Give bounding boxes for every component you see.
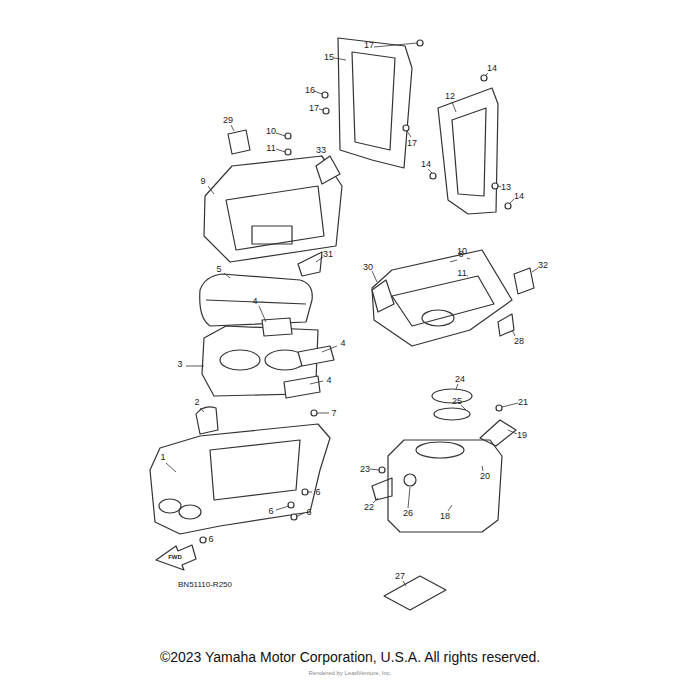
callout-number: 11 bbox=[457, 269, 466, 278]
callout-number: 13 bbox=[501, 183, 511, 192]
callout-number: 2 bbox=[194, 398, 199, 407]
callout-number: 1 bbox=[160, 453, 165, 462]
callout-number: 14 bbox=[487, 64, 497, 73]
callout-number: 16 bbox=[305, 86, 315, 95]
callout-number: 6 bbox=[306, 508, 311, 517]
callout-number: 31 bbox=[323, 250, 333, 259]
callout-number: 24 bbox=[455, 375, 465, 384]
copyright: ©2023 Yamaha Motor Corporation, U.S.A. A… bbox=[160, 650, 540, 664]
watermark: Rendered by LeadVenture, Inc. bbox=[308, 670, 391, 676]
callout-number: 3 bbox=[177, 360, 182, 369]
callout-number: 30 bbox=[363, 263, 373, 272]
callout-number: 10 bbox=[457, 247, 467, 256]
callout-number: 28 bbox=[514, 337, 524, 346]
callout-number: 17 bbox=[407, 139, 417, 148]
diagram-code: BN51110-R250 bbox=[178, 581, 232, 589]
callout-number: 6 bbox=[208, 535, 213, 544]
callout-number: 7 bbox=[331, 409, 336, 418]
callout-number: 12 bbox=[445, 92, 455, 101]
callout-number: 14 bbox=[514, 192, 524, 201]
callout-number: 15 bbox=[324, 53, 334, 62]
callout-number: 32 bbox=[538, 261, 548, 270]
callout-number: 6 bbox=[268, 507, 273, 516]
callout-number: 6 bbox=[315, 488, 320, 497]
callout-number: 5 bbox=[216, 265, 221, 274]
callout-number: 19 bbox=[517, 431, 527, 440]
callout-number: 4 bbox=[252, 297, 257, 306]
callout-number: 23 bbox=[360, 465, 370, 474]
callout-number: 9 bbox=[200, 177, 205, 186]
callout-number: 25 bbox=[452, 397, 462, 406]
callout-number: 27 bbox=[395, 572, 405, 581]
callout-number: 4 bbox=[340, 339, 345, 348]
callout-number: 10 bbox=[266, 127, 276, 136]
callout-number: 20 bbox=[480, 472, 490, 481]
callout-number: 18 bbox=[440, 512, 450, 521]
callout-number: 11 bbox=[266, 144, 275, 153]
fwd-arrow-text: FWD bbox=[168, 554, 182, 560]
callout-number: 22 bbox=[364, 503, 374, 512]
callout-number: 21 bbox=[518, 398, 528, 407]
callout-number: 14 bbox=[421, 160, 431, 169]
callout-number: 33 bbox=[316, 146, 326, 155]
callout-number: 17 bbox=[309, 104, 319, 113]
callout-number: 29 bbox=[223, 116, 233, 125]
callout-number: 26 bbox=[403, 509, 413, 518]
callout-number: 17 bbox=[364, 41, 374, 50]
callout-number: 4 bbox=[326, 376, 331, 385]
